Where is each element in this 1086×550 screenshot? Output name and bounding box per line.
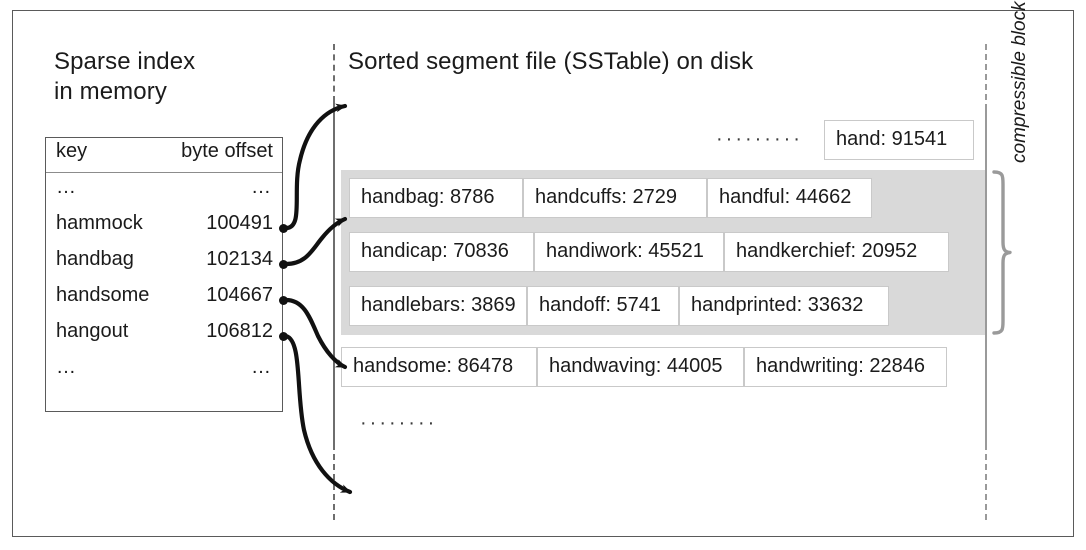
- segment-guide-dashed-top: [333, 44, 335, 102]
- block-guide-solid: [985, 108, 987, 446]
- segment-entry-label: handoff: 5741: [539, 294, 661, 316]
- segment-entry-label: handbag: 8786: [361, 186, 495, 208]
- sparse-index-table: key byte offset … … hammock 100491 handb…: [45, 137, 283, 412]
- anchor-dot-handsome: [279, 296, 288, 305]
- table-row: handbag 102134: [46, 245, 282, 281]
- row-offset: 100491: [206, 212, 273, 234]
- segment-guide-dashed-bottom: [333, 444, 335, 520]
- anchor-dot-hangout: [279, 332, 288, 341]
- anchor-dot-handbag: [279, 260, 288, 269]
- segment-entry-hand: hand: 91541: [824, 120, 974, 160]
- segment-guide-solid: [333, 100, 335, 446]
- segment-entry-label: handful: 44662: [719, 186, 852, 208]
- segment-entry-label: handcuffs: 2729: [535, 186, 677, 208]
- segment-entry-label: handiwork: 45521: [546, 240, 704, 262]
- anchor-dot-hammock: [279, 224, 288, 233]
- table-row: hangout 106812: [46, 317, 282, 353]
- row-key: handbag: [56, 248, 134, 270]
- row-key: …: [56, 356, 78, 378]
- segment-entry-label: handkerchief: 20952: [736, 240, 918, 262]
- sparse-index-title-line2: in memory: [54, 78, 167, 105]
- block-guide-dashed-top: [985, 44, 987, 110]
- segment-entry: handiwork: 45521: [534, 232, 724, 272]
- segment-entry-label: handwaving: 44005: [549, 355, 723, 377]
- row-key: hammock: [56, 212, 143, 234]
- row-offset: 102134: [206, 248, 273, 270]
- segment-entry: handicap: 70836: [349, 232, 534, 272]
- segment-entry-label: handlebars: 3869: [361, 294, 516, 316]
- segment-leading-ellipsis: ·········: [716, 128, 803, 150]
- segment-entry: handkerchief: 20952: [724, 232, 949, 272]
- segment-entry-label: handicap: 70836: [361, 240, 509, 262]
- row-offset: 106812: [206, 320, 273, 342]
- sparse-index-title-line1: Sparse index: [54, 48, 196, 75]
- segment-entry: handsome: 86478: [341, 347, 537, 387]
- segment-entry-label: hand: 91541: [836, 128, 948, 150]
- row-key: handsome: [56, 284, 150, 306]
- table-header-row: key byte offset: [46, 138, 282, 173]
- segment-trailing-ellipsis: ········: [360, 412, 438, 434]
- sstable-title: Sorted segment file (SSTable) on disk: [348, 48, 754, 75]
- column-header-byte-offset: byte offset: [181, 140, 273, 162]
- segment-entry: handprinted: 33632: [679, 286, 889, 326]
- segment-entry: handwriting: 22846: [744, 347, 947, 387]
- row-offset: 104667: [206, 284, 273, 306]
- segment-entry: handwaving: 44005: [537, 347, 744, 387]
- segment-entry-label: handprinted: 33632: [691, 294, 864, 316]
- sparse-index-title: Sparse index in memory: [54, 47, 195, 107]
- block-guide-dashed-bottom: [985, 444, 987, 520]
- column-header-key: key: [56, 140, 88, 162]
- row-key: …: [56, 176, 78, 198]
- compressible-block-label: compressible block: [1009, 1, 1030, 163]
- row-offset: …: [251, 176, 273, 198]
- segment-entry: handful: 44662: [707, 178, 872, 218]
- segment-entry-label: handwriting: 22846: [756, 355, 926, 377]
- table-row: hammock 100491: [46, 209, 282, 245]
- segment-entry-label: handsome: 86478: [353, 355, 514, 377]
- segment-entry: handcuffs: 2729: [523, 178, 707, 218]
- table-row: … …: [46, 353, 282, 389]
- segment-entry: handoff: 5741: [527, 286, 679, 326]
- row-key: hangout: [56, 320, 129, 342]
- row-offset: …: [251, 356, 273, 378]
- segment-entry: handlebars: 3869: [349, 286, 527, 326]
- segment-entry: handbag: 8786: [349, 178, 523, 218]
- table-row: handsome 104667: [46, 281, 282, 317]
- table-row: … …: [46, 173, 282, 209]
